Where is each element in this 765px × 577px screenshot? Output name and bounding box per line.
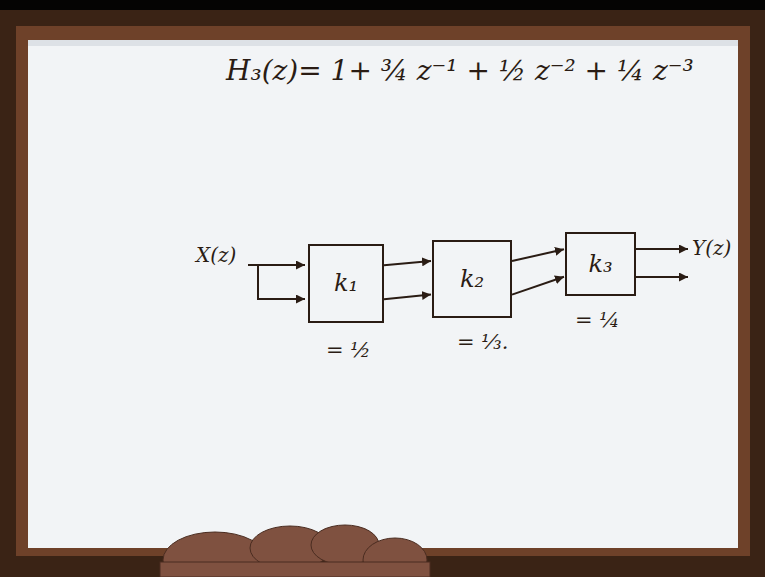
- signal-arrow: [512, 249, 564, 261]
- output-wire: [636, 248, 688, 250]
- board-frame: [0, 10, 765, 577]
- coefficient-value: = ¼: [575, 308, 620, 333]
- signal-arrow: [512, 277, 564, 295]
- coefficient-value: = ⅓.: [457, 330, 508, 355]
- signal-arrow: [384, 261, 431, 265]
- coefficient-value: = ½: [326, 338, 371, 363]
- palm: [160, 562, 430, 577]
- coefficient-name: k₁: [334, 269, 358, 298]
- input-wire: [248, 264, 305, 266]
- lattice-stage-box: k₂: [432, 240, 512, 318]
- lattice-stage-box: k₁: [308, 244, 384, 323]
- signal-arrow: [384, 295, 431, 300]
- coefficient-name: k₂: [460, 265, 484, 294]
- paper-sheet: [28, 40, 738, 548]
- signal-name: X(z): [196, 243, 236, 267]
- top-bar: [0, 0, 765, 10]
- input-wire: [258, 265, 305, 299]
- frame-edge: [16, 26, 750, 556]
- signal-name: Y(z): [692, 236, 731, 260]
- equation-title: H₃(z)= 1+ ¾ z⁻¹ + ½ z⁻² + ¼ z⁻³: [226, 54, 694, 88]
- paper-shade: [28, 40, 738, 46]
- coefficient-name: k₃: [588, 250, 612, 279]
- wires: [248, 249, 688, 299]
- hand: [160, 525, 430, 577]
- lattice-stage-box: k₃: [565, 232, 636, 296]
- output-wire: [636, 276, 688, 278]
